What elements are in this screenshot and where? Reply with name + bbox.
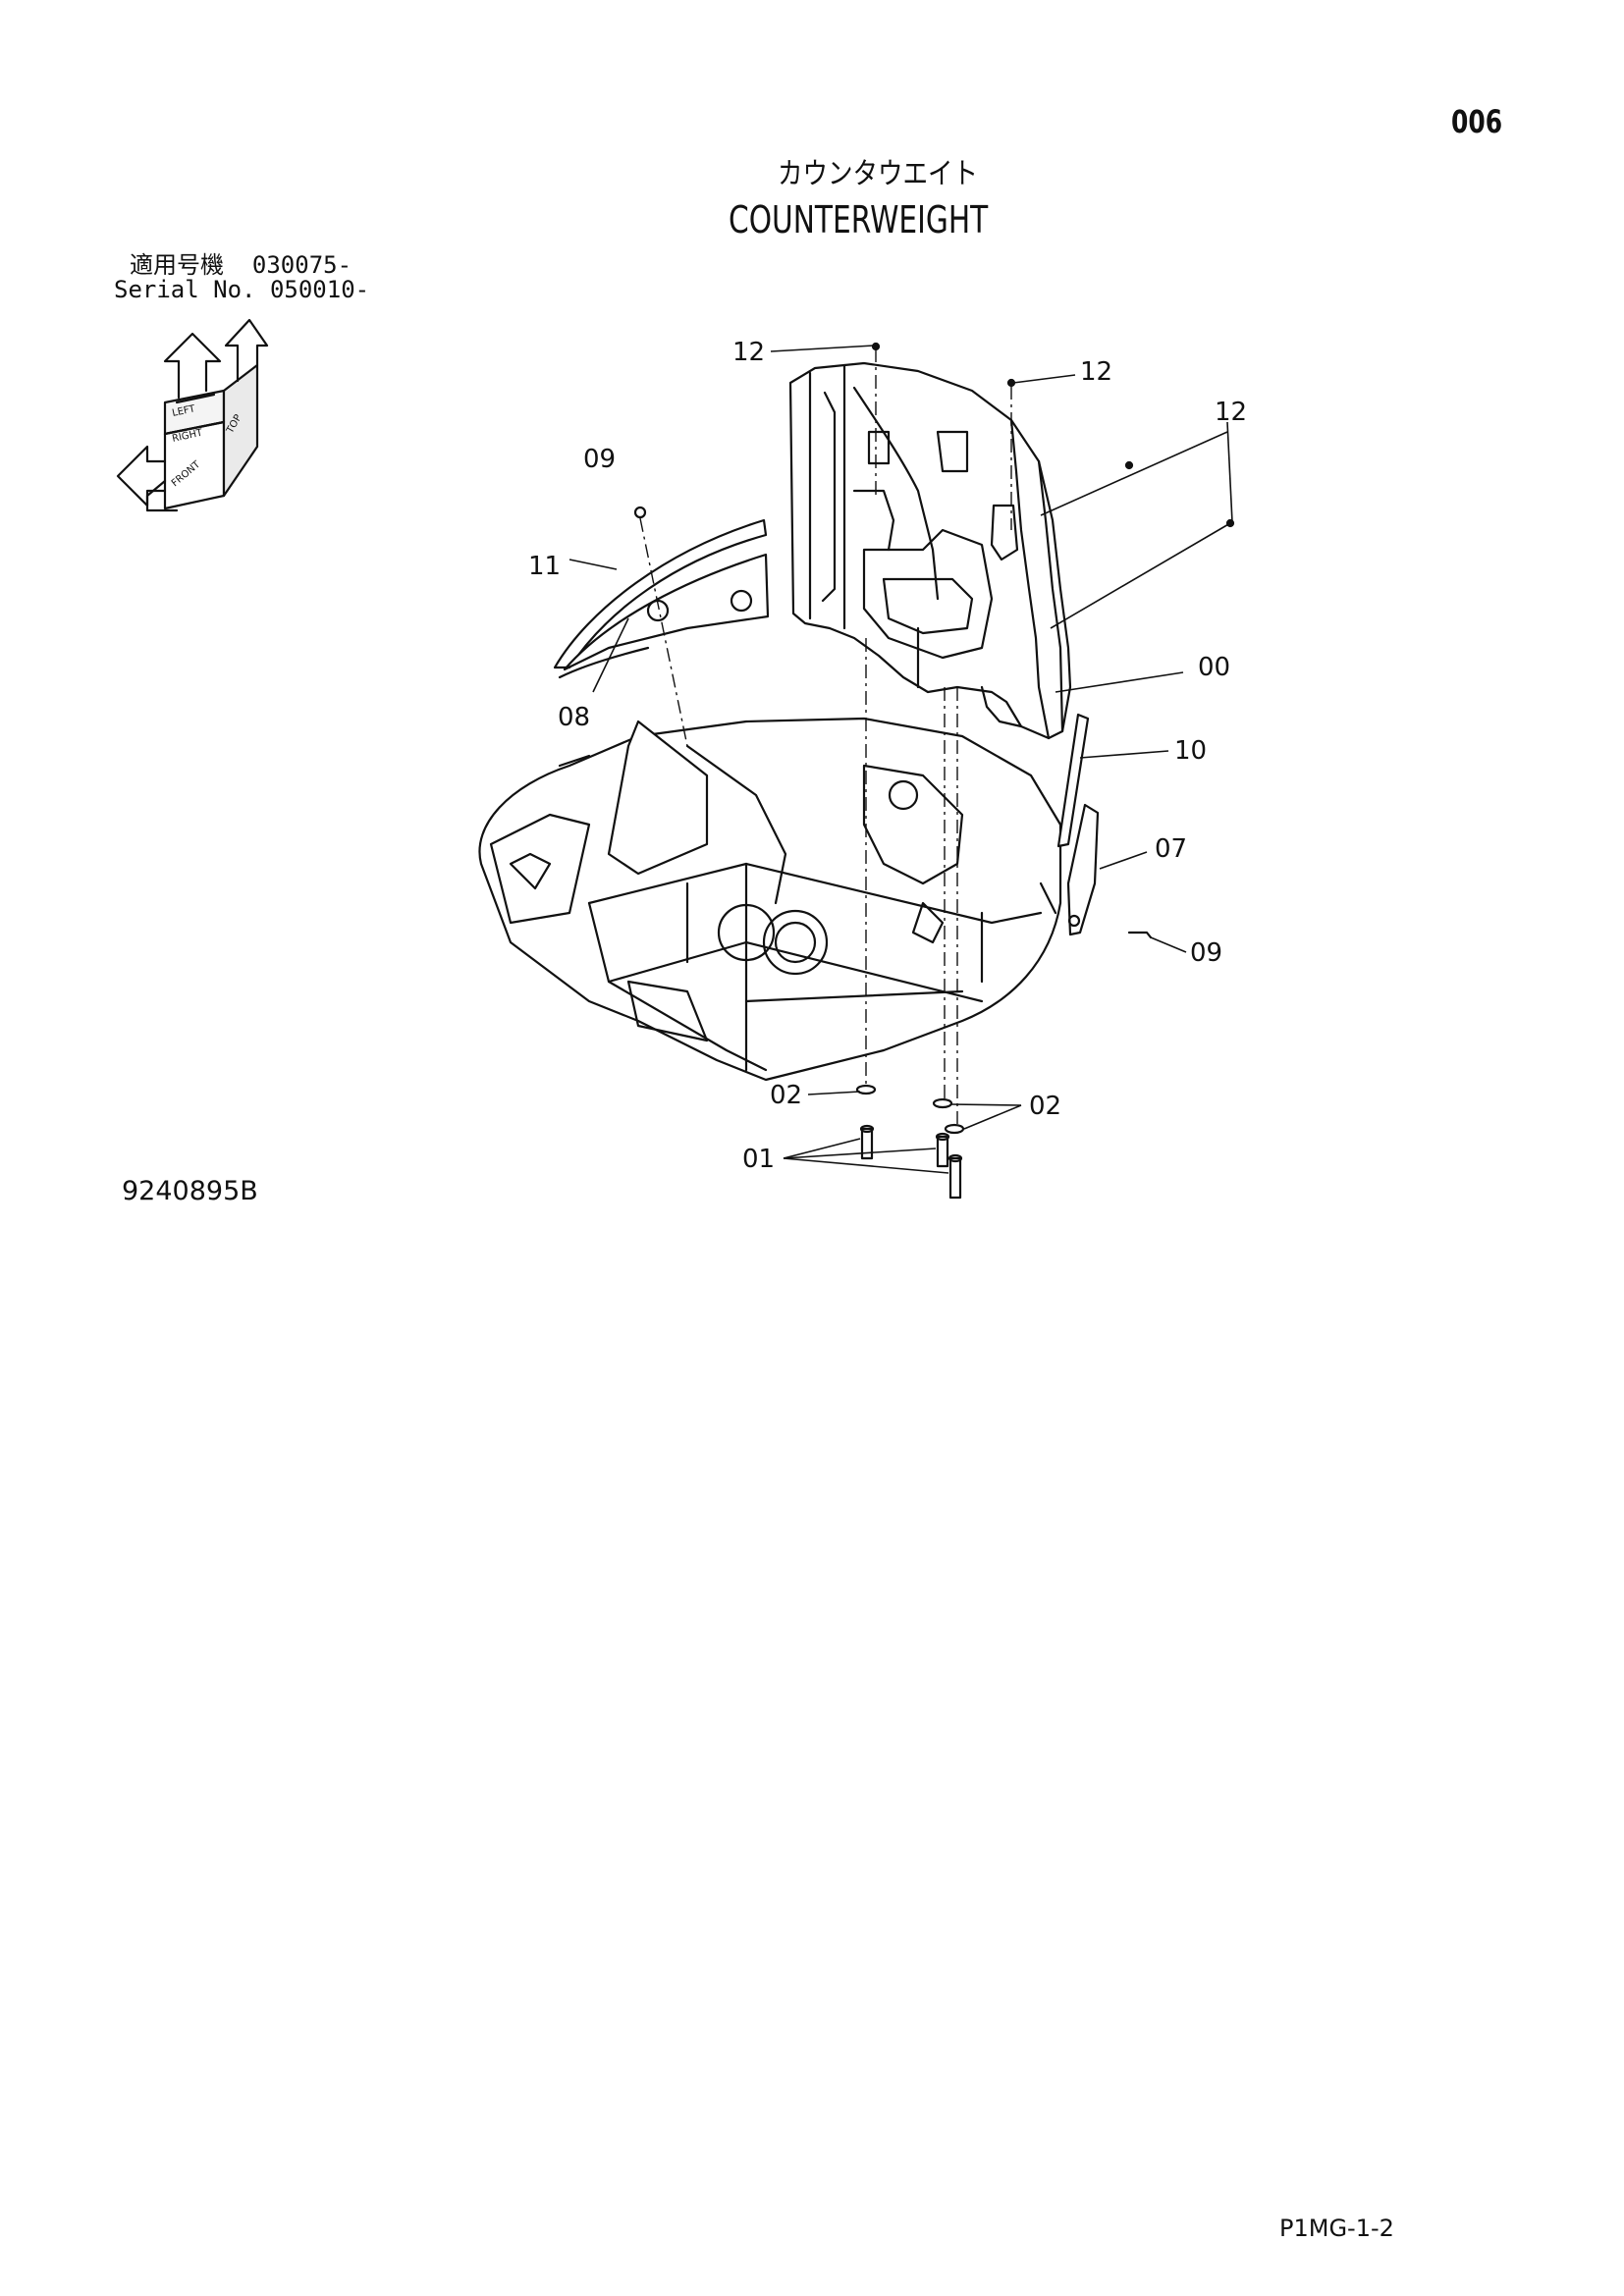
serial-label-jp: 適用号機 [130, 251, 224, 279]
title-english: COUNTERWEIGHT [729, 198, 989, 241]
leader-lines [568, 345, 1233, 1174]
callout-10: 10 [1174, 736, 1208, 766]
serial-applicability-en: Serial No. 050010- [114, 278, 369, 301]
part-11-panel [553, 518, 770, 679]
serial-applicability-jp: 適用号機 030075- [130, 253, 352, 277]
serial-value-en: 050010- [269, 276, 370, 303]
serial-value-jp: 030075- [251, 251, 352, 279]
callout-12-b: 12 [1080, 357, 1113, 387]
orientation-label-left: LEFT [171, 403, 196, 419]
callout-01: 01 [742, 1145, 776, 1174]
callout-09-b: 09 [1190, 938, 1223, 968]
part-10-strip [1056, 713, 1090, 848]
callout-00: 00 [1198, 653, 1231, 682]
callout-02-a: 02 [770, 1081, 803, 1110]
page-number: 006 [1451, 103, 1503, 140]
callout-07: 07 [1155, 834, 1188, 864]
callout-11: 11 [528, 552, 562, 581]
orientation-icon [116, 318, 269, 512]
title-japanese: カウンタウエイト [778, 157, 978, 191]
bolts-and-washers [855, 1084, 965, 1200]
callout-09-a: 09 [583, 445, 617, 474]
drawing-id: 9240895B [122, 1176, 258, 1206]
center-lines [639, 348, 1012, 1124]
callout-12-c: 12 [1215, 398, 1248, 427]
counterweight-body [788, 361, 1072, 740]
part-07-panel [1066, 803, 1100, 936]
callout-02-b: 02 [1029, 1092, 1062, 1121]
page-code: P1MG-1-2 [1279, 2215, 1394, 2242]
serial-label-en: Serial No. [114, 276, 256, 303]
revolving-frame [478, 717, 1062, 1082]
callout-08: 08 [558, 703, 591, 732]
callout-12-a: 12 [732, 338, 766, 367]
